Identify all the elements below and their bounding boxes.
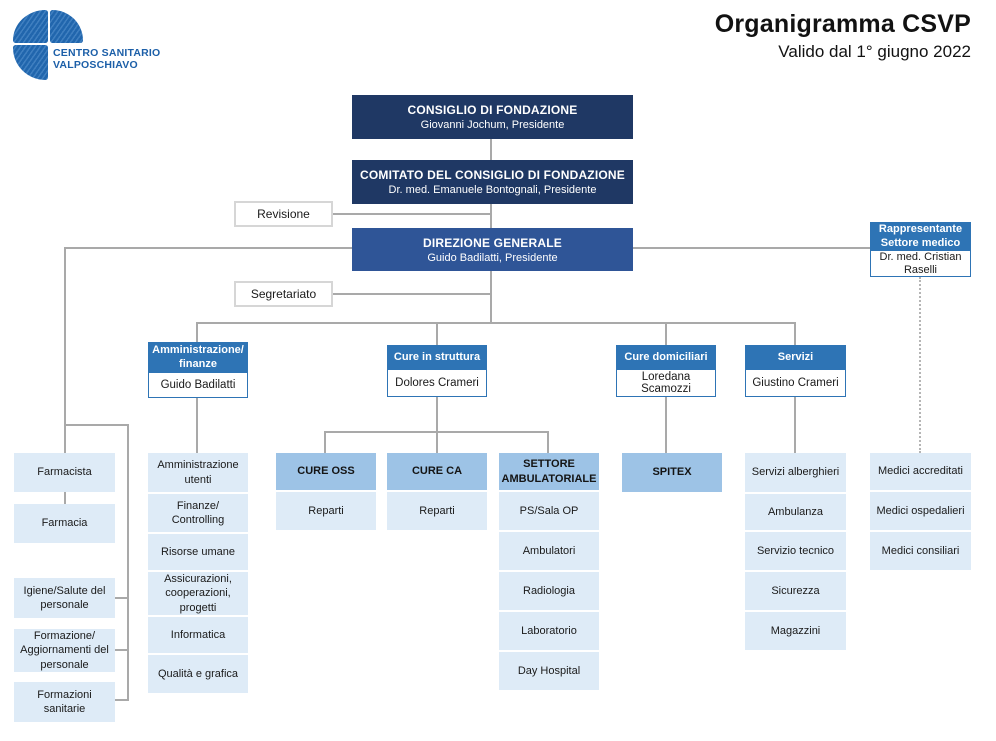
document-header: Organigramma CSVP Valido dal 1° giugno 2…	[715, 10, 971, 62]
logo-wordmark: CENTRO SANITARIO VALPOSCHIAVO	[53, 47, 160, 71]
dept-person: Guido Badilatti	[160, 379, 236, 391]
connector-line	[64, 247, 352, 249]
radiologia-box: Radiologia	[499, 572, 599, 610]
connector-line	[64, 424, 129, 426]
medici-ospedalieri-box: Medici ospedalieri	[870, 492, 971, 530]
box-title: COMITATO DEL CONSIGLIO DI FONDAZIONE	[360, 168, 625, 182]
logo-petal-icon	[50, 10, 83, 43]
connector-line	[196, 322, 796, 324]
cure-oss-reparti-box: Reparti	[276, 492, 376, 530]
dept-header: Amministrazione/ finanze	[149, 343, 247, 373]
ambulatori-box: Ambulatori	[499, 532, 599, 570]
connector-line	[64, 492, 66, 504]
dept-header: Servizi	[746, 346, 845, 370]
page-title: Organigramma CSVP	[714, 10, 971, 38]
connector-line	[794, 322, 796, 345]
consiglio-fondazione-box: CONSIGLIO DI FONDAZIONE Giovanni Jochum,…	[352, 95, 633, 139]
spitex-box: SPITEX	[622, 453, 722, 492]
connector-line	[436, 322, 438, 345]
connector-line	[633, 247, 870, 249]
dept-header: Cure domiciliari	[617, 346, 715, 370]
connector-line	[665, 322, 667, 345]
connector-line	[64, 247, 66, 453]
qualita-grafica-box: Qualità e grafica	[148, 655, 248, 693]
logo-petal-icon	[13, 45, 48, 80]
amministrazione-utenti-box: Amministrazione utenti	[148, 453, 248, 492]
connector-line	[436, 431, 438, 453]
ps-sala-op-box: PS/Sala OP	[499, 492, 599, 530]
dept-cure-in-struttura: Cure in struttura Dolores Crameri	[387, 345, 487, 397]
servizio-tecnico-box: Servizio tecnico	[745, 532, 846, 570]
dept-servizi: Servizi Giustino Crameri	[745, 345, 846, 397]
box-title: DIREZIONE GENERALE	[423, 235, 562, 250]
risorse-umane-box: Risorse umane	[148, 534, 248, 570]
connector-line	[436, 397, 438, 433]
box-title: CONSIGLIO DI FONDAZIONE	[407, 103, 578, 117]
dept-amministrazione-finanze: Amministrazione/ finanze Guido Badilatti	[148, 342, 248, 398]
logo-petal-icon	[13, 10, 48, 43]
cure-ca-reparti-box: Reparti	[387, 492, 487, 530]
connector-line	[115, 699, 129, 701]
dept-person: Dr. med. Cristian Raselli	[879, 251, 962, 277]
informatica-box: Informatica	[148, 617, 248, 653]
farmacista-box: Farmacista	[14, 453, 115, 492]
cure-oss-header-box: CURE OSS	[276, 453, 376, 490]
box-label: Revisione	[257, 207, 310, 221]
cure-ca-header-box: CURE CA	[387, 453, 487, 490]
box-person: Dr. med. Emanuele Bontognali, Presidente	[388, 184, 597, 196]
day-hospital-box: Day Hospital	[499, 652, 599, 690]
logo-line1: CENTRO SANITARIO	[53, 47, 161, 59]
connector-line	[115, 597, 129, 599]
medici-accreditati-box: Medici accreditati	[870, 453, 971, 490]
connector-line	[324, 431, 326, 453]
dotted-connector-line	[919, 277, 921, 453]
igiene-salute-box: Igiene/Salute del personale	[14, 578, 115, 618]
direzione-generale-box: DIREZIONE GENERALE Guido Badilatti, Pres…	[352, 228, 633, 271]
comitato-consiglio-box: COMITATO DEL CONSIGLIO DI FONDAZIONE Dr.…	[352, 160, 633, 204]
dept-person: Dolores Crameri	[395, 377, 479, 389]
settore-ambulatoriale-header-box: SETTORE AMBULATORIALE	[499, 453, 599, 490]
connector-line	[794, 397, 796, 453]
connector-line	[333, 213, 491, 215]
connector-line	[196, 322, 198, 342]
sicurezza-box: Sicurezza	[745, 572, 846, 610]
connector-line	[665, 397, 667, 453]
connector-line	[115, 649, 129, 651]
formazioni-sanitarie-box: Formazioni sanitarie	[14, 682, 115, 722]
formazione-aggiornamenti-box: Formazione/ Aggiornamenti del personale	[14, 629, 115, 672]
box-person: Guido Badilatti, Presidente	[427, 251, 558, 264]
connector-line	[490, 138, 492, 161]
rappresentante-settore-medico-box: Rappresentante Settore medico Dr. med. C…	[870, 222, 971, 277]
farmacia-box: Farmacia	[14, 504, 115, 543]
dept-cure-domiciliari: Cure domiciliari Loredana Scamozzi	[616, 345, 716, 397]
logo-line2: VALPOSCHIAVO	[53, 59, 138, 72]
connector-line	[333, 293, 491, 295]
magazzini-box: Magazzini	[745, 612, 846, 650]
connector-line	[547, 431, 549, 453]
box-label: Segretariato	[250, 287, 317, 301]
segretariato-box: Segretariato	[234, 281, 333, 307]
finanze-controlling-box: Finanze/ Controlling	[148, 494, 248, 532]
servizi-alberghieri-box: Servizi alberghieri	[745, 453, 846, 492]
ambulanza-box: Ambulanza	[745, 494, 846, 530]
connector-line	[196, 398, 198, 453]
box-person: Giovanni Jochum, Presidente	[420, 119, 565, 131]
assicurazioni-box: Assicurazioni, cooperazioni, progetti	[148, 572, 248, 615]
revisione-box: Revisione	[234, 201, 333, 227]
dept-person: Giustino Crameri	[752, 377, 839, 389]
connector-line	[490, 203, 492, 229]
connector-line	[490, 271, 492, 322]
laboratorio-box: Laboratorio	[499, 612, 599, 650]
connector-line	[127, 424, 129, 701]
dept-person: Loredana Scamozzi	[641, 371, 691, 395]
dept-header: Rappresentante Settore medico	[871, 223, 970, 251]
dept-header: Cure in struttura	[388, 346, 486, 370]
medici-consiliari-box: Medici consiliari	[870, 532, 971, 570]
page-subtitle: Valido dal 1° giugno 2022	[778, 42, 971, 61]
